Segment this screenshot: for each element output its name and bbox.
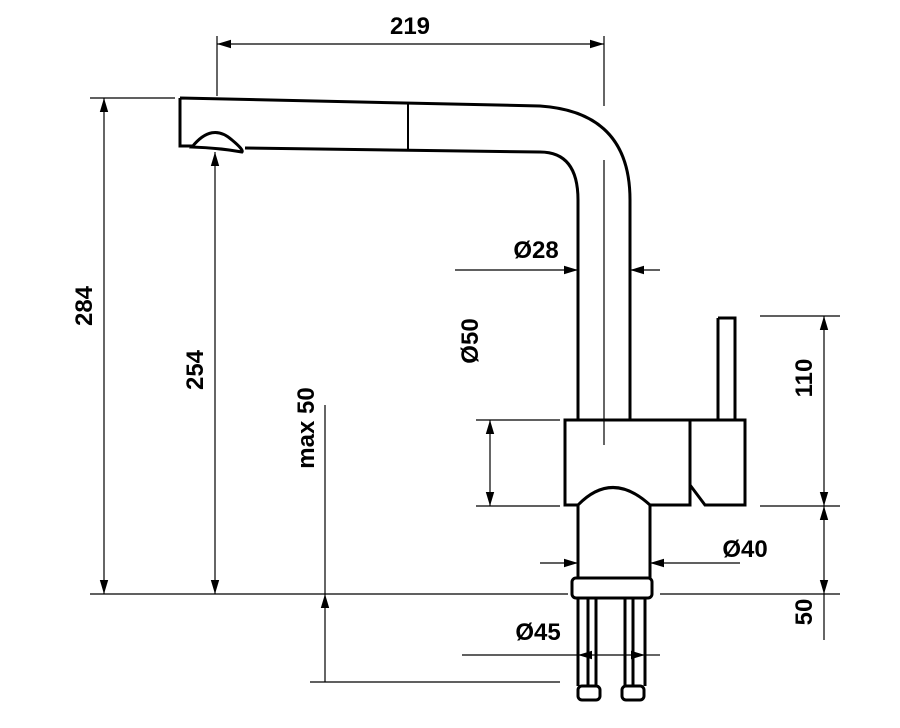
label-254: 254 <box>182 349 209 390</box>
base-column <box>576 505 652 578</box>
rod-nut-left <box>576 684 602 702</box>
dimension-labels: 219 284 254 max 50 Ø50 Ø28 110 Ø40 50 Ø4… <box>71 13 818 646</box>
body <box>563 418 692 507</box>
dimension-lines <box>99 39 829 682</box>
label-284: 284 <box>71 285 98 326</box>
label-dia40: Ø40 <box>722 536 767 563</box>
label-219: 219 <box>390 13 430 40</box>
spout-body <box>178 96 632 420</box>
rod-nut-right <box>620 684 646 702</box>
label-dia28: Ø28 <box>513 237 558 264</box>
threaded-rods <box>576 598 647 686</box>
lever-base <box>688 418 747 507</box>
label-50-right: 50 <box>791 599 818 626</box>
label-110: 110 <box>791 359 818 398</box>
label-dia50: Ø50 <box>457 318 484 363</box>
aerator <box>188 131 244 154</box>
lever-handle <box>716 316 737 422</box>
label-max50: max 50 <box>293 387 320 468</box>
faucet-outline <box>178 96 747 702</box>
label-dia45: Ø45 <box>515 619 560 646</box>
deck-ring <box>570 576 654 600</box>
